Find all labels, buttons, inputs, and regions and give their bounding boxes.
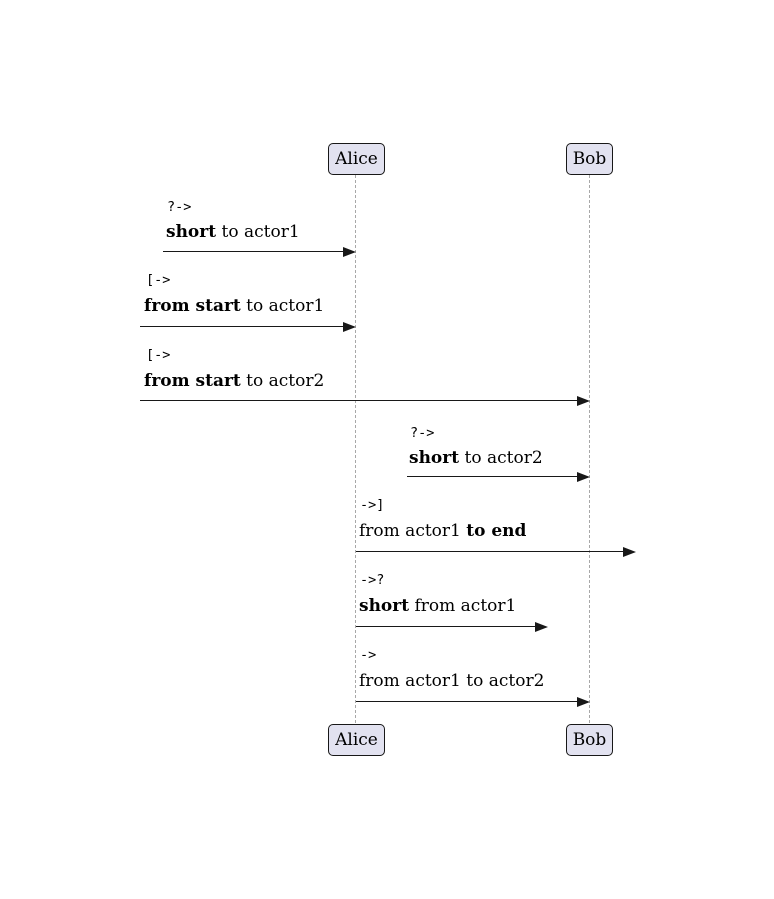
message-label-post: from actor1 [409,596,517,616]
actor-box-alice-top: Alice [328,143,385,175]
actor-box-alice-bottom: Alice [328,724,385,756]
message-label-post: to actor1 [240,296,325,316]
message-operator: -> [360,647,377,663]
message-label-bold: from start [144,371,241,391]
message-label-bold: to end [466,521,527,541]
message-operator: ?-> [167,199,192,215]
message-label-bold: from start [144,296,241,316]
message-label-pre: from actor1 [359,521,467,541]
message-label-pre: from actor1 to actor2 [359,671,545,691]
message-label: short from actor1 [359,596,516,617]
message-label-bold: short [409,448,460,468]
lifeline-alice [355,175,356,723]
actor-box-bob-top: Bob [566,143,613,175]
message-operator: [-> [146,347,171,363]
actor-label: Bob [572,148,607,169]
actor-label: Alice [335,148,378,169]
message-operator: ->] [360,497,385,513]
message-label: from actor1 to actor2 [359,671,544,692]
message-arrow [356,546,636,558]
message-label: from actor1 to end [359,521,526,542]
actor-label: Bob [572,729,607,750]
message-arrow [356,696,590,708]
message-label-bold: short [359,596,410,616]
message-label: from start to actor1 [144,296,324,317]
lifeline-bob [589,175,590,723]
actor-box-bob-bottom: Bob [566,724,613,756]
message-label: from start to actor2 [144,371,324,392]
message-label-post: to actor2 [240,371,325,391]
message-operator: ?-> [410,425,435,441]
actor-label: Alice [335,729,378,750]
message-label-bold: short [166,222,217,242]
message-arrow [140,321,356,333]
message-label-post: to actor1 [216,222,300,242]
message-arrow [140,395,590,407]
message-arrow [356,621,548,633]
message-label: short to actor1 [166,222,300,243]
message-label: short to actor2 [409,448,543,469]
message-arrow [407,471,590,483]
message-operator: [-> [146,272,171,288]
message-operator: ->? [360,572,385,588]
message-arrow [163,246,356,258]
message-label-post: to actor2 [459,448,543,468]
